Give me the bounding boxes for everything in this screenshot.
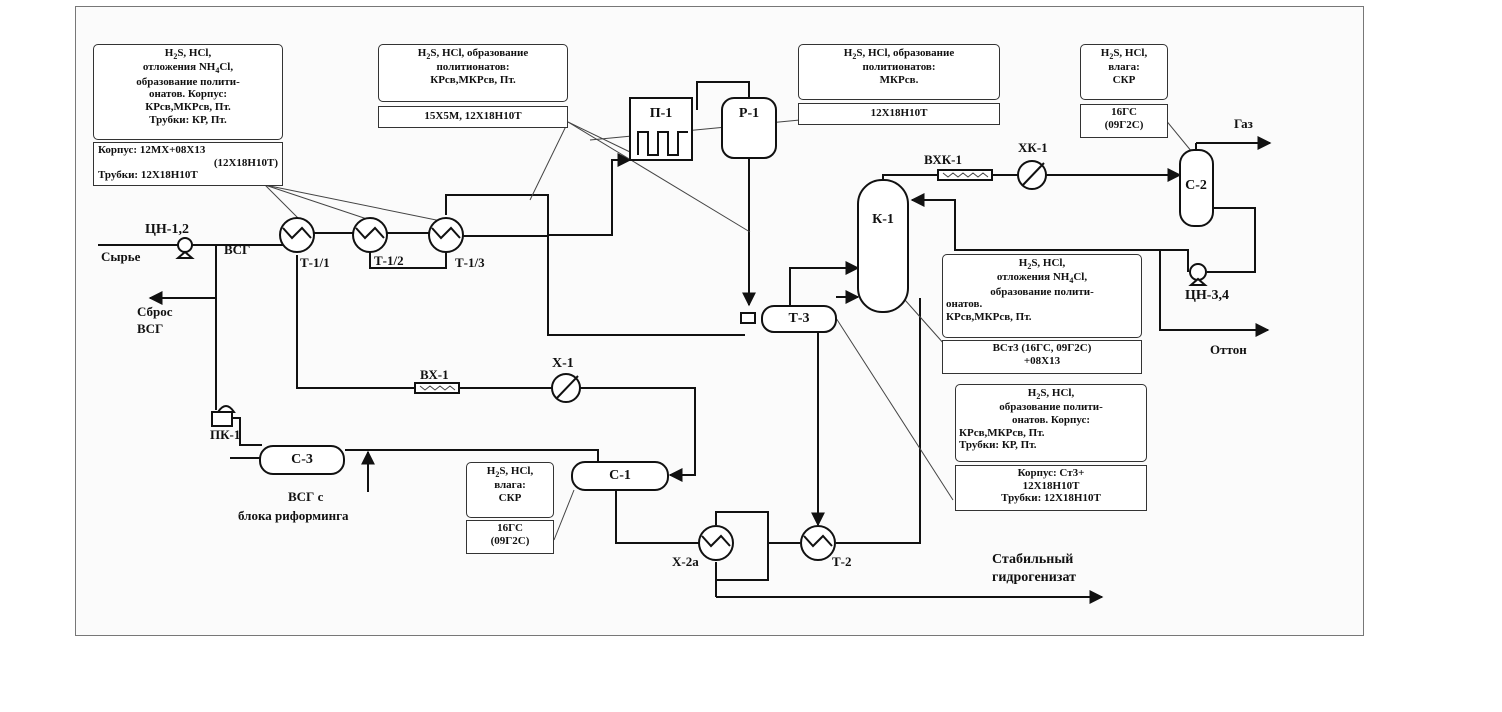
leader-n1b <box>264 184 371 221</box>
note-c1-corrosion: H2S, HCl, влага: СКР <box>466 462 554 518</box>
label-c1: С-1 <box>609 468 631 483</box>
label-t13: Т-1/3 <box>455 255 485 270</box>
label-stable-1: Стабильный <box>992 552 1074 567</box>
column-k1 <box>857 179 909 313</box>
label-vkh1: ВХ-1 <box>420 367 449 382</box>
c1-to-kh2a <box>615 490 700 544</box>
label-t11: Т-1/1 <box>300 255 330 270</box>
label-k1: К-1 <box>872 212 894 227</box>
heat-exchanger-kh2a <box>698 525 734 561</box>
t3-to-k1-upper <box>789 261 860 305</box>
separator-c2 <box>1179 149 1214 227</box>
t13-to-p1 <box>462 153 632 237</box>
note-k1-corrosion: H2S, HCl, отложения NH4Cl, образование п… <box>942 254 1142 338</box>
label-tsn34: ЦН-3,4 <box>1185 288 1229 303</box>
heat-exchanger-t3 <box>740 305 837 333</box>
separator-c3 <box>259 445 345 475</box>
label-tsn12: ЦН-1,2 <box>145 222 189 237</box>
separator-c1 <box>571 461 669 491</box>
material-t3: Корпус: Ст3+ 12Х18Н10Т Трубки: 12Х18Н10Т <box>955 465 1147 511</box>
label-t3: Т-3 <box>788 311 810 326</box>
note-c2-corrosion: H2S, HCl, влага: СКР <box>1080 44 1168 100</box>
pump-tsn12 <box>175 237 195 259</box>
cooler-kh1 <box>551 373 581 403</box>
label-r1: Р-1 <box>738 106 760 121</box>
label-kh1: Х-1 <box>552 356 574 371</box>
label-feed: Сырье <box>101 249 141 264</box>
label-c2: С-2 <box>1185 178 1207 193</box>
pump-tsn34 <box>1188 263 1208 286</box>
leader-m5 <box>904 299 946 346</box>
leader-m2c <box>567 121 751 233</box>
material-c1: 16ГС (09Г2С) <box>466 520 554 554</box>
label-vsg: ВСГ <box>224 242 251 257</box>
leader-n1c <box>264 184 447 223</box>
label-p1: П-1 <box>649 106 673 121</box>
heat-exchanger-t13 <box>428 217 464 253</box>
leader-m2 <box>567 121 631 153</box>
leader-n1 <box>264 184 301 221</box>
c3-to-pk1 <box>228 417 262 446</box>
material-k1: ВСт3 (16ГС, 09Г2С) +08Х13 <box>942 340 1142 374</box>
air-cooler-vkhk1 <box>937 169 993 181</box>
label-vkhk1: ВХК-1 <box>924 152 962 167</box>
material-t1: Корпус: 12МХ+08Х13 (12Х18Н10Т) Трубки: 1… <box>93 142 283 186</box>
kh2a-loop <box>715 511 800 544</box>
label-offgas: Оттон <box>1210 342 1247 357</box>
c2-to-pump <box>1207 207 1256 273</box>
material-r1: 12Х18Н10Т <box>798 103 1000 125</box>
heat-exchanger-t11 <box>279 217 315 253</box>
reactor-r1 <box>721 97 777 159</box>
label-stable-2: гидрогенизат <box>992 570 1076 585</box>
compressor-pk1 <box>211 405 236 427</box>
t2-to-k1 <box>836 298 921 544</box>
heat-exchanger-t12 <box>352 217 388 253</box>
cooler-khk1 <box>1017 160 1047 190</box>
offgas-line <box>1159 250 1270 337</box>
t13-top-line <box>445 194 745 336</box>
leader-m6 <box>835 317 954 501</box>
heat-exchanger-t2 <box>800 525 836 561</box>
label-c3: С-3 <box>291 452 313 467</box>
note-r1-corrosion: H2S, HCl, образование политионатов: МКРс… <box>798 44 1000 100</box>
note-t3-corrosion: H2S, HCl, образование полити- онатов. Ко… <box>955 384 1147 462</box>
p1-to-r1 <box>696 81 750 110</box>
label-vsg-purge-1: Сброс <box>137 304 173 319</box>
label-gas: Газ <box>1234 116 1253 131</box>
t12-bottom-loop <box>369 252 447 269</box>
label-vsg-purge-2: ВСГ <box>137 321 164 336</box>
label-khk1: ХК-1 <box>1018 140 1048 155</box>
label-pk1: ПК-1 <box>210 427 241 442</box>
material-c2: 16ГС (09Г2С) <box>1080 104 1168 138</box>
reflux-line <box>910 193 1189 272</box>
furnace-p1 <box>629 97 693 161</box>
leader-m4 <box>553 489 575 541</box>
t11-down <box>296 255 415 389</box>
label-vsg-reforming-1: ВСГ с <box>288 489 324 504</box>
label-kh2a: Х-2а <box>672 554 699 569</box>
air-cooler-vkh1 <box>414 382 460 394</box>
note-p1-corrosion: H2S, HCl, образование политионатов: КРсв… <box>378 44 568 102</box>
material-p1: 15Х5М, 12Х18Н10Т <box>378 106 568 128</box>
label-vsg-reforming-2: блока риформинга <box>238 508 349 523</box>
leader-m2b <box>529 121 569 201</box>
note-t1-corrosion: H2S, HCl, отложения NH4Cl, образование п… <box>93 44 283 140</box>
label-t2: Т-2 <box>832 554 852 569</box>
c1-to-c3 <box>345 449 599 462</box>
label-t12: Т-1/2 <box>374 253 404 268</box>
kh1-to-c1 <box>580 387 696 482</box>
